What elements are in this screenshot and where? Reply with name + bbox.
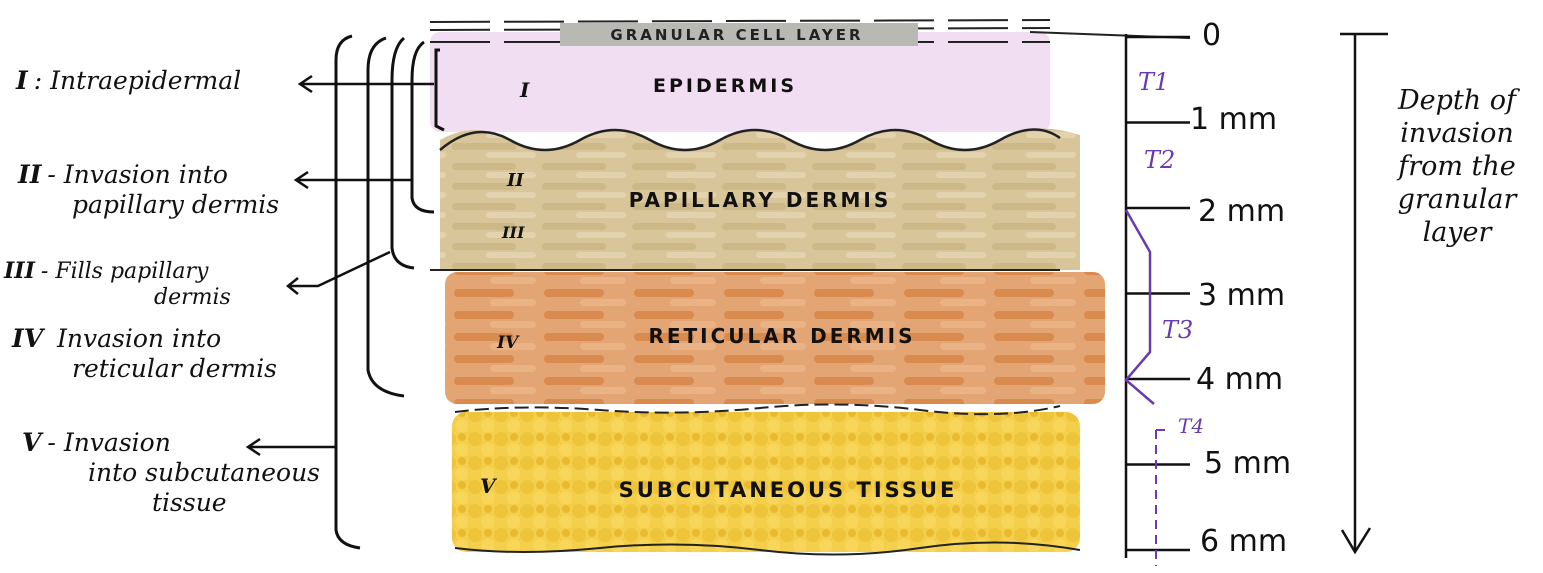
depth-of-invasion-label: Depth of invasion from the granular laye… bbox=[1372, 84, 1542, 249]
level-ii-label: II- Invasion into papillary dermis bbox=[18, 160, 279, 220]
level-v-label: V- Invasion into subcutaneous tissue bbox=[22, 428, 320, 518]
level-ii-line-1: Invasion into bbox=[64, 160, 228, 189]
t-stage-t1: T1 bbox=[1138, 68, 1169, 96]
level-iii-label: III- Fills papillary dermis bbox=[4, 258, 231, 311]
side-line-2: invasion bbox=[1372, 117, 1542, 150]
layer-mark-ii: II bbox=[506, 170, 524, 191]
depth-tick-1: 1 mm bbox=[1190, 102, 1277, 137]
epidermis-label: EPIDERMIS bbox=[653, 75, 797, 97]
granular-layer-label: GRANULAR CELL LAYER bbox=[610, 26, 863, 44]
layer-mark-i: I bbox=[519, 78, 530, 102]
level-ii-line-2: papillary dermis bbox=[18, 190, 279, 220]
subcutaneous-tissue-label: SUBCUTANEOUS TISSUE bbox=[619, 478, 958, 502]
layer-mark-iv: IV bbox=[496, 333, 520, 353]
depth-tick-4: 4 mm bbox=[1196, 362, 1283, 397]
t-stage-t3: T3 bbox=[1162, 316, 1193, 344]
level-iv-numeral: IV bbox=[12, 324, 43, 353]
depth-tick-2: 2 mm bbox=[1198, 194, 1285, 229]
side-line-1: Depth of bbox=[1372, 84, 1542, 117]
depth-tick-6: 6 mm bbox=[1200, 524, 1287, 559]
side-line-3: from the bbox=[1372, 150, 1542, 183]
level-i-numeral: I bbox=[16, 66, 28, 95]
papillary-dermis-label: PAPILLARY DERMIS bbox=[629, 188, 892, 212]
t-stage-t2: T2 bbox=[1144, 146, 1175, 174]
level-iv-line-2: reticular dermis bbox=[12, 354, 277, 384]
level-i-text: Intraepidermal bbox=[50, 66, 241, 95]
bracket-level-iv bbox=[368, 38, 404, 396]
reticular-dermis-label: RETICULAR DERMIS bbox=[648, 324, 915, 348]
depth-tick-5: 5 mm bbox=[1204, 446, 1291, 481]
level-iii-line-2: dermis bbox=[4, 285, 231, 311]
level-iii-numeral: III bbox=[4, 258, 35, 284]
layer-mark-v: V bbox=[480, 474, 498, 498]
level-i-label: I: Intraepidermal bbox=[16, 66, 241, 96]
t4-dashed-line bbox=[1156, 430, 1170, 566]
side-line-4: granular bbox=[1372, 183, 1542, 216]
level-iii-line-1: Fills papillary bbox=[55, 259, 208, 284]
depth-ticks bbox=[1126, 37, 1190, 550]
depth-tick-3: 3 mm bbox=[1198, 278, 1285, 313]
depth-tick-0: 0 bbox=[1202, 18, 1221, 53]
level-ii-sep: - bbox=[47, 160, 55, 189]
t-stage-t4: T4 bbox=[1178, 414, 1204, 438]
level-iv-label: IV Invasion into reticular dermis bbox=[12, 324, 277, 384]
level-iv-line-1: Invasion into bbox=[57, 324, 221, 353]
level-ii-numeral: II bbox=[18, 160, 41, 189]
bracket-level-v bbox=[336, 36, 360, 548]
level-v-line-3: tissue bbox=[22, 488, 320, 518]
t-stage-path bbox=[1126, 210, 1154, 404]
level-i-sep: : bbox=[34, 66, 42, 95]
level-iii-sep: - bbox=[41, 259, 48, 284]
side-line-5: layer bbox=[1372, 216, 1542, 249]
level-v-line-1: Invasion bbox=[64, 428, 171, 457]
level-v-line-2: into subcutaneous bbox=[22, 458, 320, 488]
level-v-numeral: V bbox=[22, 428, 41, 457]
level-v-sep: - bbox=[47, 428, 55, 457]
layer-mark-iii: III bbox=[501, 223, 525, 242]
